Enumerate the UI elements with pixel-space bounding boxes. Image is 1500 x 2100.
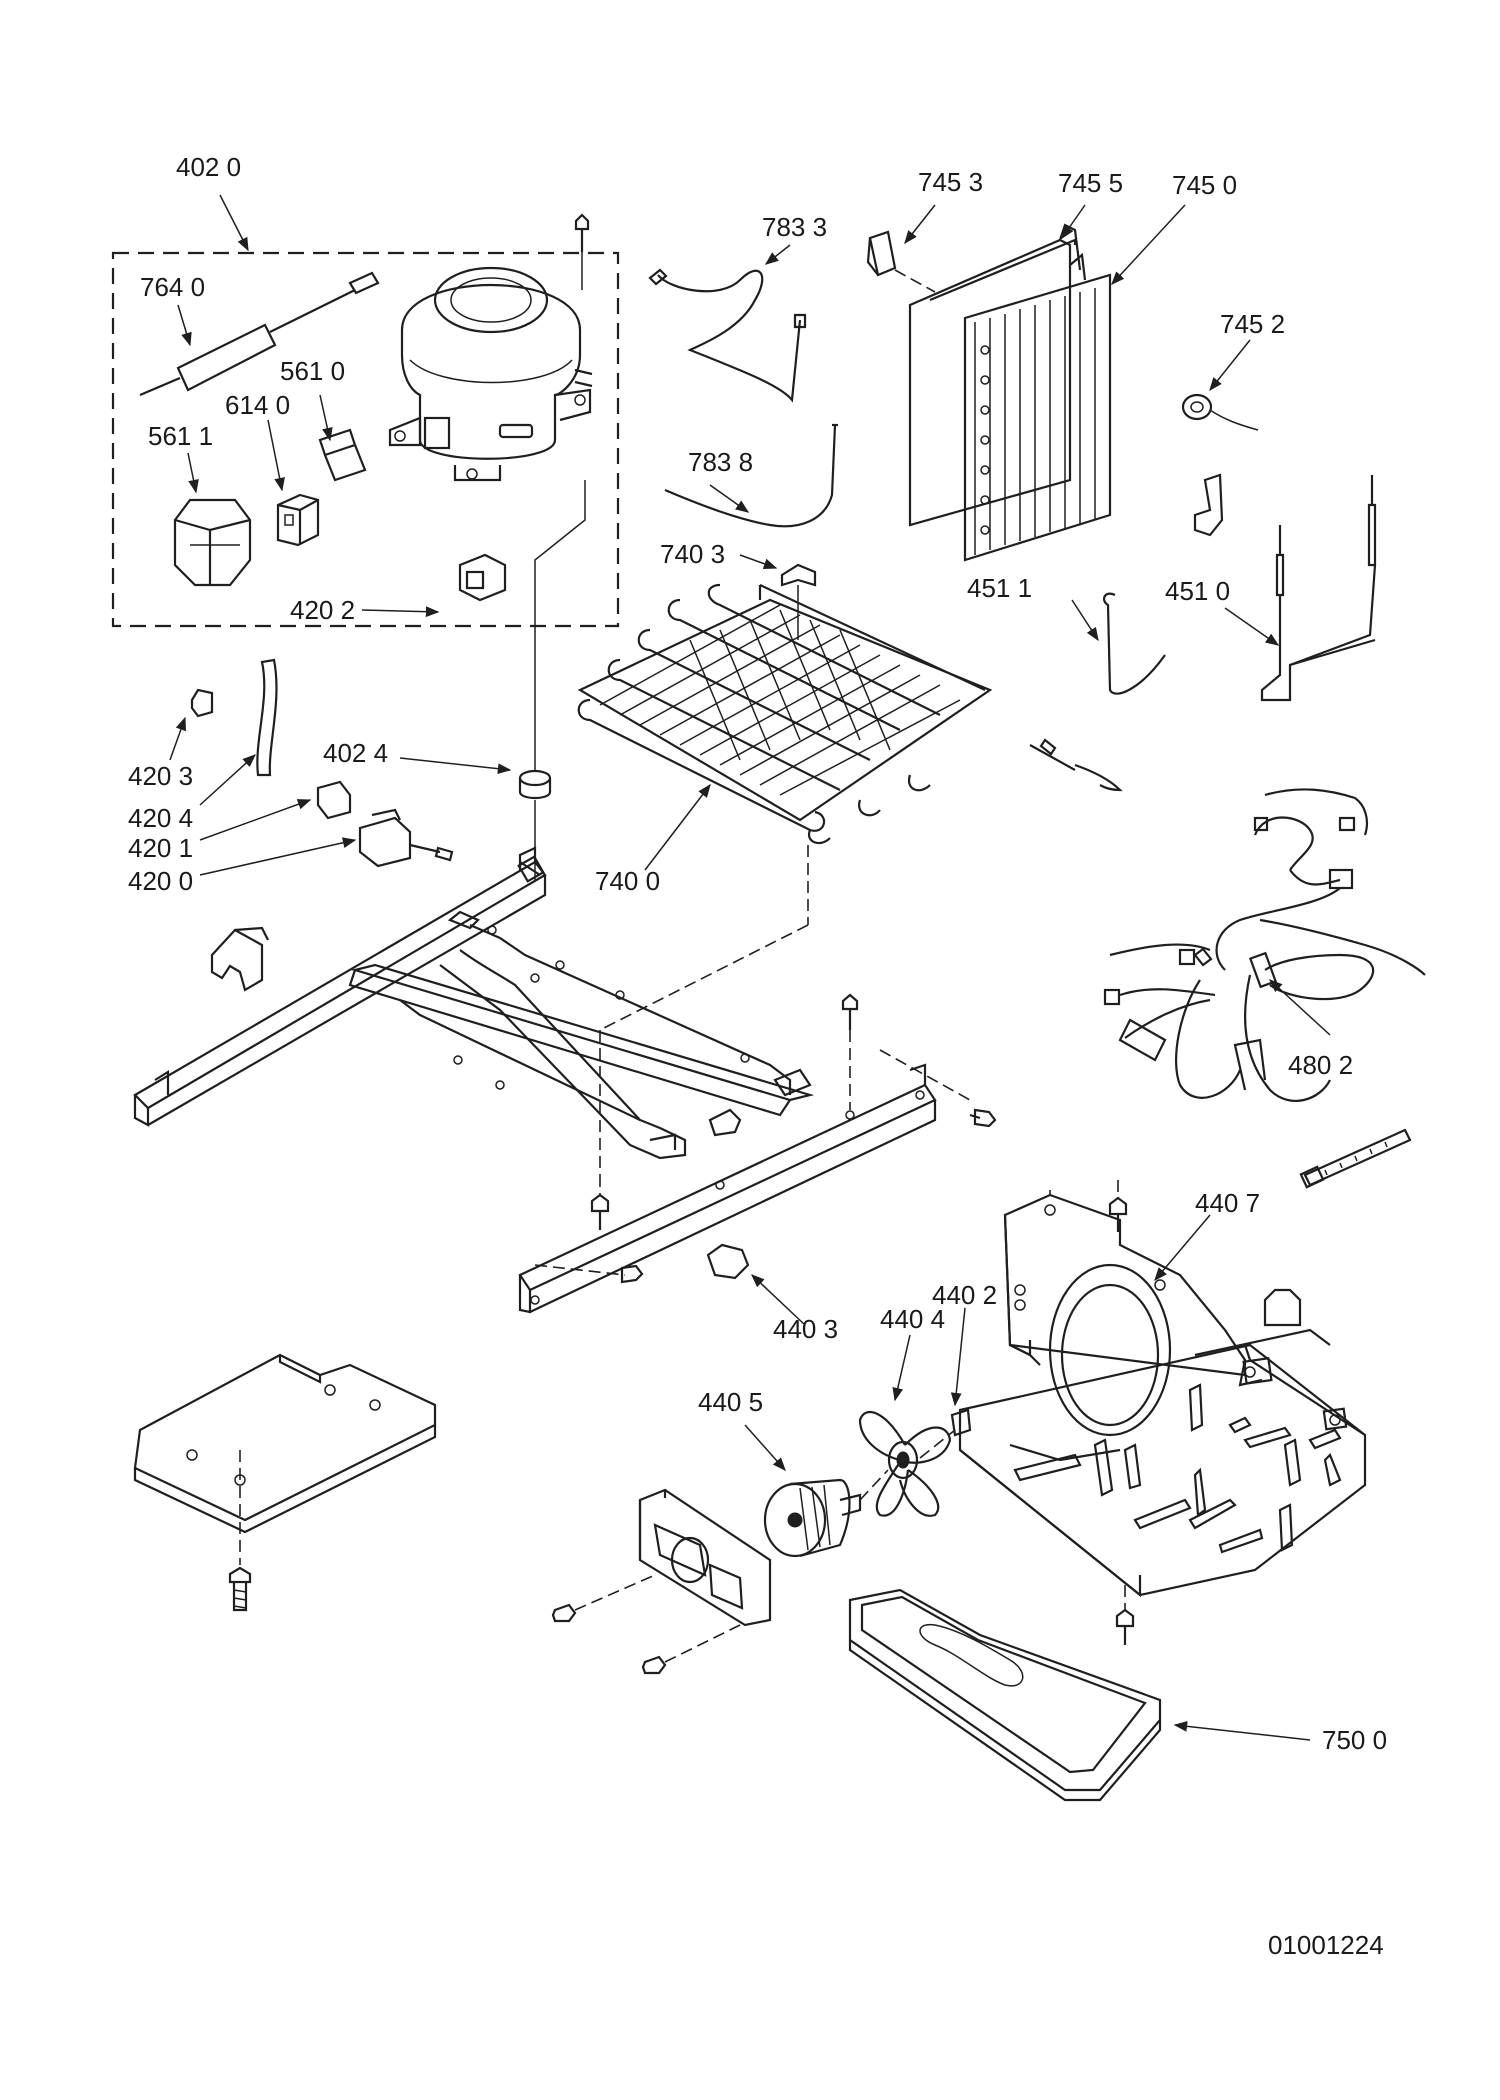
fan-motor [763, 1478, 862, 1558]
connector [316, 780, 352, 820]
callout-440-5: 440 5 [698, 1387, 764, 1417]
run-capacitor [358, 808, 454, 868]
screw [574, 213, 590, 290]
guide-line [919, 1429, 956, 1459]
drawing-number: 01001224 [1268, 1930, 1384, 1960]
insulation-plate [133, 1353, 437, 1534]
callout-614-0: 614 0 [225, 390, 291, 420]
callout-402-4: 402 4 [323, 738, 389, 768]
callout-740-0: 740 0 [595, 866, 661, 896]
fan-bracket [958, 1328, 1367, 1598]
heater-clip [1193, 473, 1224, 537]
screw [1108, 1180, 1128, 1232]
screw [841, 993, 859, 1030]
screw [641, 1624, 741, 1675]
evaporator [908, 223, 1112, 562]
leader-lines [169, 194, 1331, 1741]
screw [620, 1264, 644, 1284]
cable-tie [1299, 1128, 1412, 1189]
condenser-bracket [780, 563, 817, 587]
nut [706, 1243, 750, 1280]
wiring-harness [1103, 788, 1426, 1102]
capacitor-clip [458, 553, 507, 602]
base-frame [133, 846, 815, 1160]
motor-mount-bracket [638, 1488, 772, 1627]
guide-line [599, 924, 809, 1031]
callout-440-3: 440 3 [773, 1314, 839, 1344]
screw [1115, 1608, 1135, 1645]
defrost-thermostat [1181, 393, 1259, 431]
callout-745-5: 745 5 [1058, 168, 1124, 198]
filter-drier [139, 271, 380, 397]
callout-420-3: 420 3 [128, 761, 194, 791]
screw [590, 1193, 610, 1230]
callout-420-1: 420 1 [128, 833, 194, 863]
wire-lead [534, 480, 586, 770]
heater-hook [1102, 592, 1166, 695]
fan-shroud [1003, 1193, 1247, 1437]
defrost-heater [1260, 475, 1377, 702]
clip [318, 428, 367, 482]
suction-tube [657, 269, 802, 403]
callout-561-0: 561 0 [280, 356, 346, 386]
callout-745-3: 745 3 [918, 167, 984, 197]
callout-451-1: 451 1 [967, 573, 1033, 603]
callout-420-2: 420 2 [290, 595, 356, 625]
callout-402-0: 402 0 [176, 152, 242, 182]
compressor-kit-boundary [111, 251, 620, 628]
callout-783-8: 783 8 [688, 447, 754, 477]
wire-nut [1263, 1288, 1302, 1327]
callout-451-0: 451 0 [1165, 576, 1231, 606]
grommet [518, 769, 552, 800]
callout-745-0: 745 0 [1172, 170, 1238, 200]
callout-750-0: 750 0 [1322, 1725, 1388, 1755]
guide-line [859, 1469, 889, 1501]
callout-420-4: 420 4 [128, 803, 194, 833]
compressor [388, 266, 593, 482]
fan-blade [858, 1410, 952, 1517]
front-rail [518, 1063, 937, 1314]
tube [256, 658, 278, 777]
screw [228, 1566, 252, 1612]
drain-tube [664, 424, 837, 528]
overload-protector [173, 498, 252, 587]
callout-420-0: 420 0 [128, 866, 194, 896]
callout-480-2: 480 2 [1288, 1050, 1354, 1080]
plug [190, 688, 214, 718]
callout-783-3: 783 3 [762, 212, 828, 242]
callout-764-0: 764 0 [140, 272, 206, 302]
condenser-coil [577, 583, 993, 845]
callout-561-1: 561 1 [148, 421, 214, 451]
screw [969, 1108, 997, 1128]
callout-440-2: 440 2 [932, 1280, 998, 1310]
screw [1029, 738, 1123, 792]
relay [276, 493, 320, 547]
callout-440-4: 440 4 [880, 1304, 946, 1334]
guide-line [894, 269, 936, 293]
guide-line [534, 1264, 626, 1276]
evaporator-clip [866, 230, 897, 277]
screw [551, 1574, 656, 1623]
callout-740-3: 740 3 [660, 539, 726, 569]
motor-clip [950, 1408, 972, 1437]
drain-pan [848, 1588, 1162, 1802]
callout-440-7: 440 7 [1195, 1188, 1261, 1218]
callout-745-2: 745 2 [1220, 309, 1286, 339]
